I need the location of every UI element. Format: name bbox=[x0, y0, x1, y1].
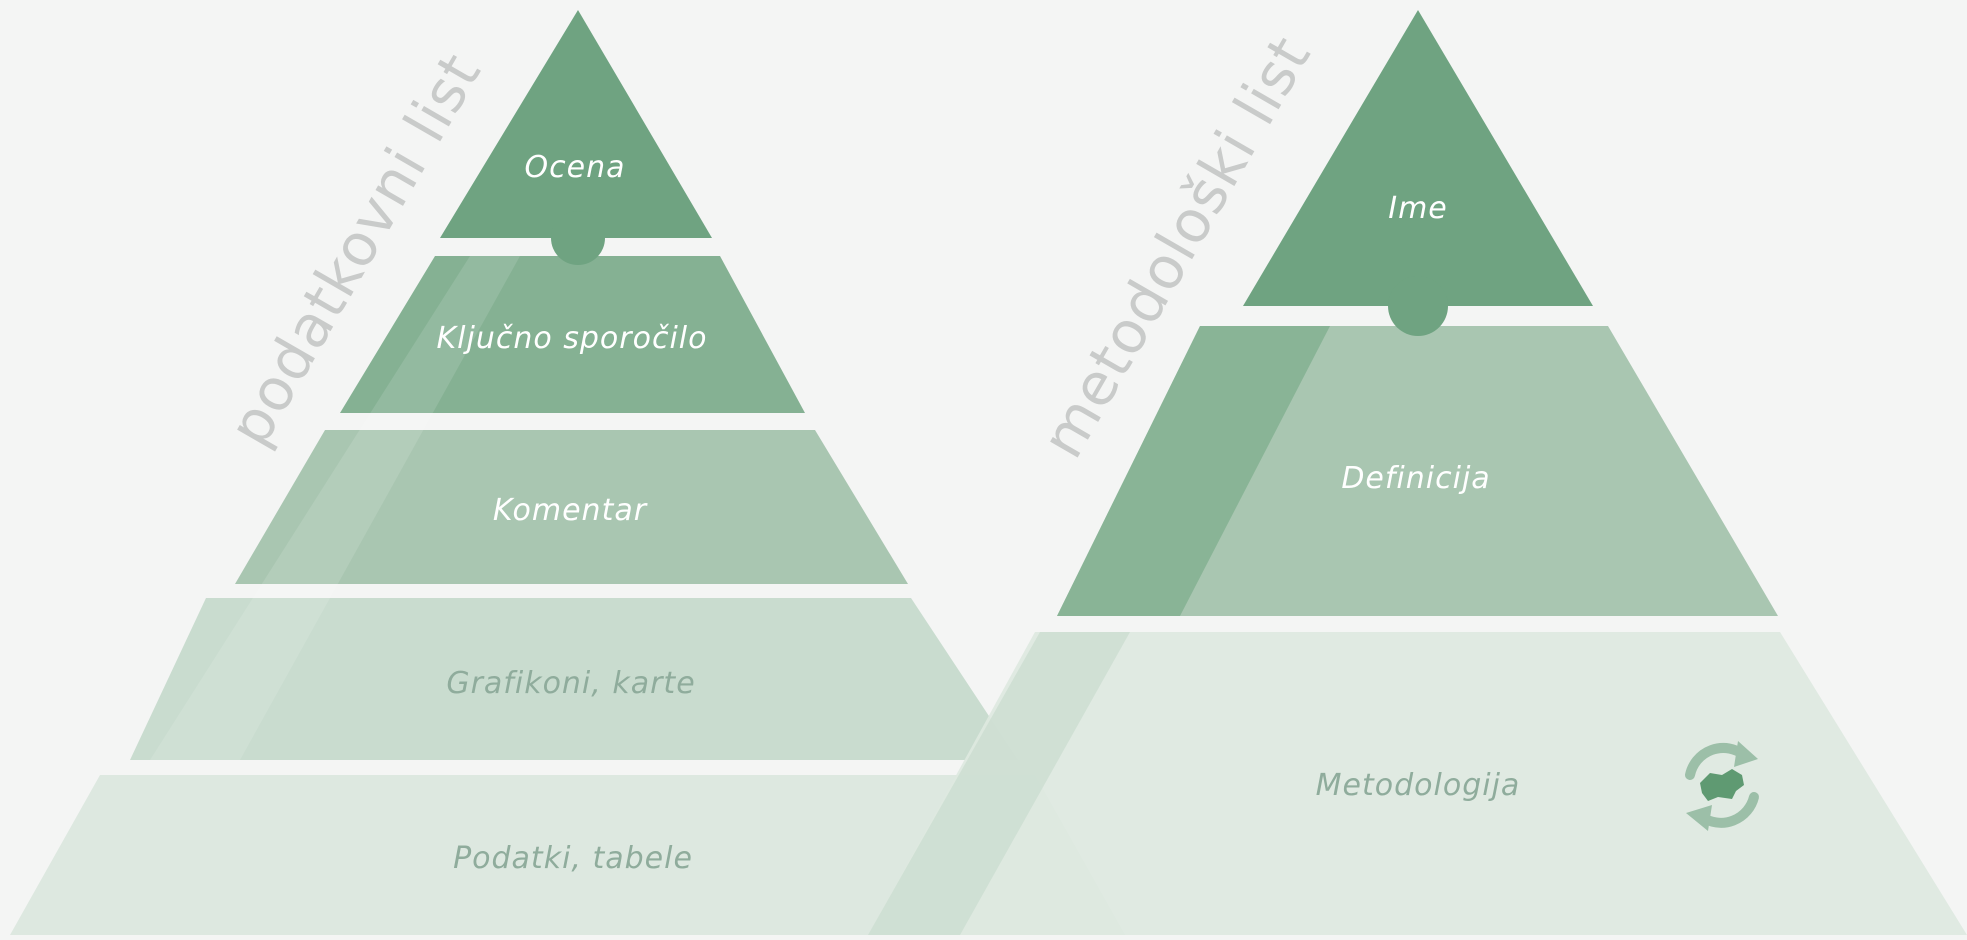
right-label-metodologija: Metodologija bbox=[1316, 768, 1521, 803]
left-label-grafikoni: Grafikoni, karte bbox=[446, 666, 695, 701]
left-layer-ocena bbox=[440, 10, 712, 238]
right-layer-ime bbox=[1243, 10, 1593, 306]
left-label-kljucno: Ključno sporočilo bbox=[437, 321, 708, 356]
left-label-ocena: Ocena bbox=[525, 150, 626, 185]
right-layer-metodologija bbox=[868, 632, 1967, 935]
left-apex-connector bbox=[551, 211, 605, 265]
right-label-ime: Ime bbox=[1388, 191, 1448, 226]
right-apex-connector bbox=[1388, 276, 1448, 336]
left-label-podatki: Podatki, tabele bbox=[453, 841, 693, 876]
right-label-definicija: Definicija bbox=[1341, 461, 1490, 496]
left-layer-grafikoni bbox=[130, 598, 1018, 760]
left-layer-podatki bbox=[10, 775, 1125, 935]
right-diagonal-highlight bbox=[868, 632, 1130, 935]
left-layer-komentar bbox=[235, 430, 908, 584]
left-layer-kljucno bbox=[340, 256, 805, 413]
right-diagonal-band bbox=[1057, 326, 1330, 616]
slovenia-recycle-icon bbox=[1685, 741, 1759, 831]
left-label-komentar: Komentar bbox=[493, 493, 648, 528]
left-diagonal-highlight bbox=[150, 256, 520, 760]
